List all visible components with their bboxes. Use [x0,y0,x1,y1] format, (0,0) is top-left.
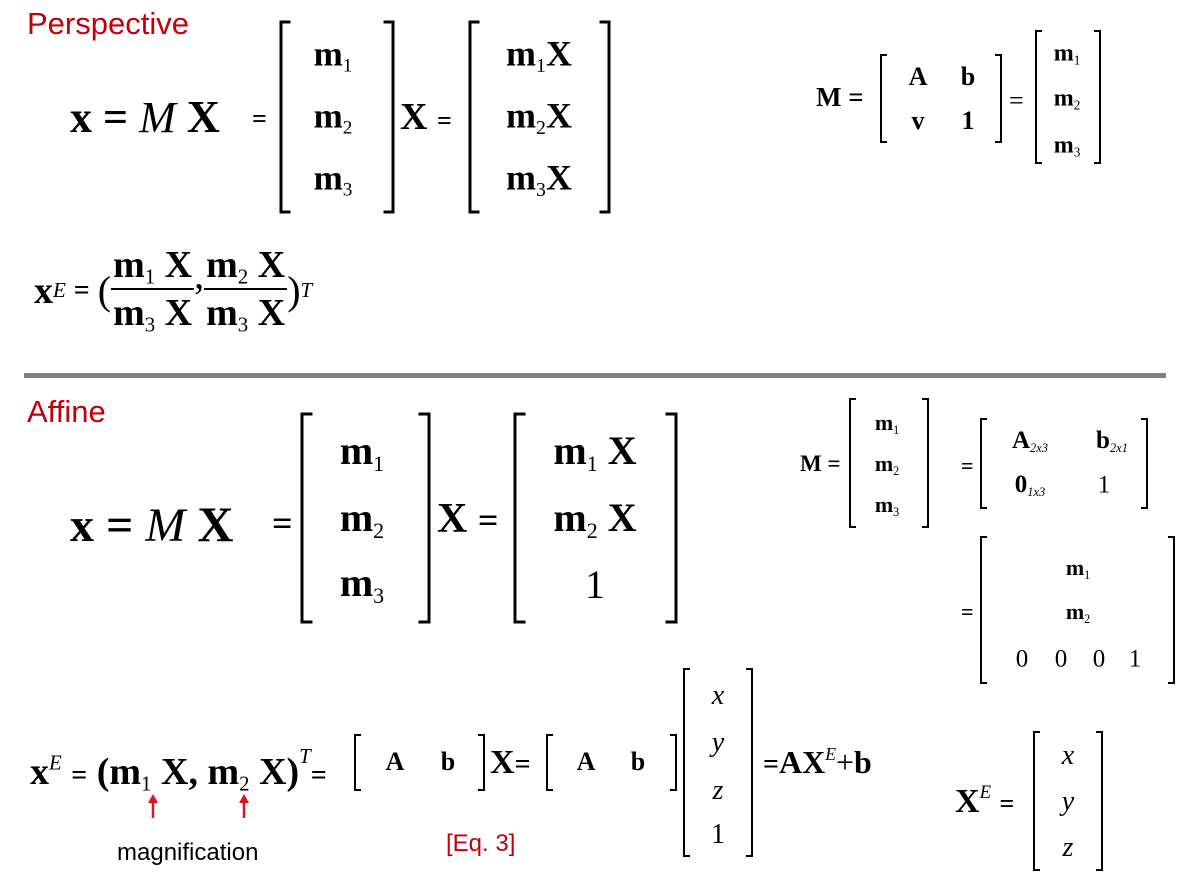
magnification-arrow-head [239,794,249,803]
bracket [1168,536,1175,684]
equation-reference-label: [Eq. 3] [446,830,516,857]
bracket [1094,30,1101,164]
magnification-arrow-head [148,794,158,803]
m2-term: m [207,750,240,793]
section-title-affine: Affine [27,394,106,429]
m1-term: m [109,750,142,793]
world-point-X: X [186,91,220,142]
bracket [980,418,987,509]
bracket [1096,731,1103,871]
row-m2X: m2X [506,95,572,139]
lhs-x: x [70,93,92,142]
bracket [995,54,1002,143]
bracket [513,412,526,624]
bracket [279,20,291,214]
row-m1X: m1X [506,33,572,77]
bracket [980,536,987,684]
bracket [546,734,553,791]
bracket [683,668,690,857]
bracket [849,398,856,528]
row-m2: m2 [313,96,353,139]
magnification-label: magnification [117,839,259,866]
section-divider [24,373,1166,378]
section-title-perspective: Perspective [27,6,189,41]
bracket [1141,418,1148,509]
bracket [478,734,485,791]
bracket [468,20,480,214]
bracket [880,54,887,143]
bracket [746,668,753,857]
bracket [354,734,361,791]
bracket [922,398,929,528]
bracket [599,20,611,214]
bracket [670,734,677,791]
matrix-M: M [139,93,176,142]
row-m1: m1 [313,34,353,77]
bracket [418,412,431,624]
bracket [1033,731,1040,871]
row-m3X: m3X [506,157,572,201]
bracket [665,412,678,624]
bracket [383,20,395,214]
bracket [1035,30,1042,164]
bracket [300,412,313,624]
row-m3: m3 [313,158,353,201]
